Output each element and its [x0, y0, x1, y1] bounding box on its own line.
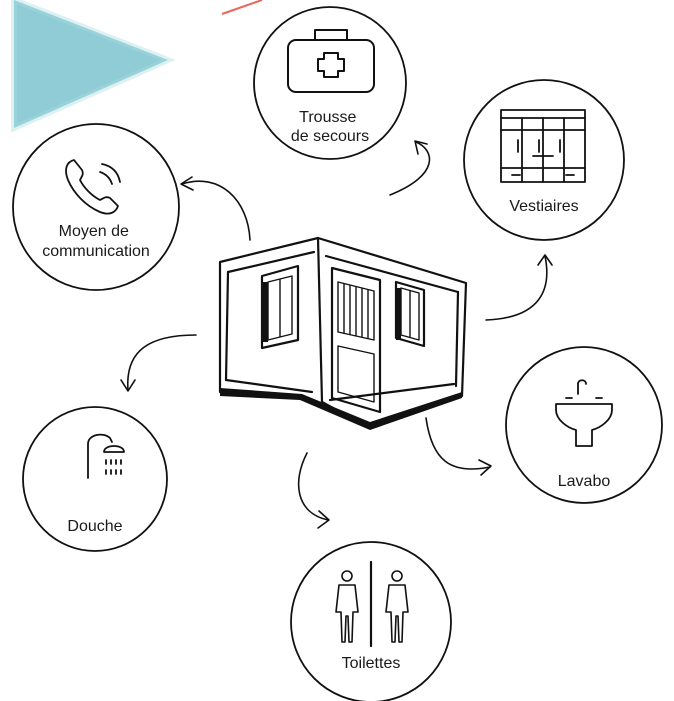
item-lavabo-label: Lavabo: [558, 473, 611, 490]
svg-text:Moyen de communication: Moyen de communication: [42, 223, 150, 260]
item-vestiaires-label: Vestiaires: [509, 198, 578, 215]
arrowhead: [317, 510, 330, 529]
connector-arrows: [120, 140, 553, 529]
arrowhead: [478, 459, 492, 476]
decorative-line: [221, 0, 263, 15]
shower-icon: [87, 433, 125, 479]
arrow-to-douche: [127, 334, 197, 391]
item-communication: Moyen de communication: [12, 123, 180, 291]
decorative-triangle-texture: [11, 0, 176, 133]
decorative-triangle: [14, 0, 168, 128]
item-trousse-line-2: de secours: [291, 128, 369, 145]
arrow-to-lavabo: [425, 417, 491, 470]
item-lavabo: Lavabo: [505, 346, 663, 504]
first-aid-kit-icon: [287, 29, 375, 93]
item-douche: Douche: [22, 406, 168, 552]
arrow-to-toilettes: [297, 452, 329, 521]
arrow-to-vestiaires: [485, 255, 548, 321]
item-communication-line-2: communication: [42, 243, 150, 260]
arrowhead: [120, 379, 136, 392]
item-toilettes-label: Toilettes: [342, 655, 401, 672]
container-illustration: [218, 236, 468, 430]
item-communication-line-1: Moyen de: [59, 223, 129, 240]
sink-icon: [555, 379, 613, 447]
arrowhead: [414, 140, 428, 155]
arrow-to-communication: [181, 180, 251, 241]
arrowhead: [180, 176, 194, 191]
restroom-icon: [335, 560, 409, 648]
item-douche-label: Douche: [67, 518, 122, 535]
phone-icon: [65, 159, 121, 215]
item-trousse: Trousse de secours: [253, 6, 407, 160]
item-trousse-line-1: Trousse: [299, 109, 356, 126]
item-vestiaires: Vestiaires: [463, 79, 625, 241]
locker-icon: [500, 109, 586, 183]
arrow-to-trousse: [389, 141, 431, 196]
arrowhead: [537, 254, 553, 266]
item-toilettes: Toilettes: [290, 541, 452, 701]
svg-text:Trousse de secours: Trousse de secours: [291, 109, 369, 145]
